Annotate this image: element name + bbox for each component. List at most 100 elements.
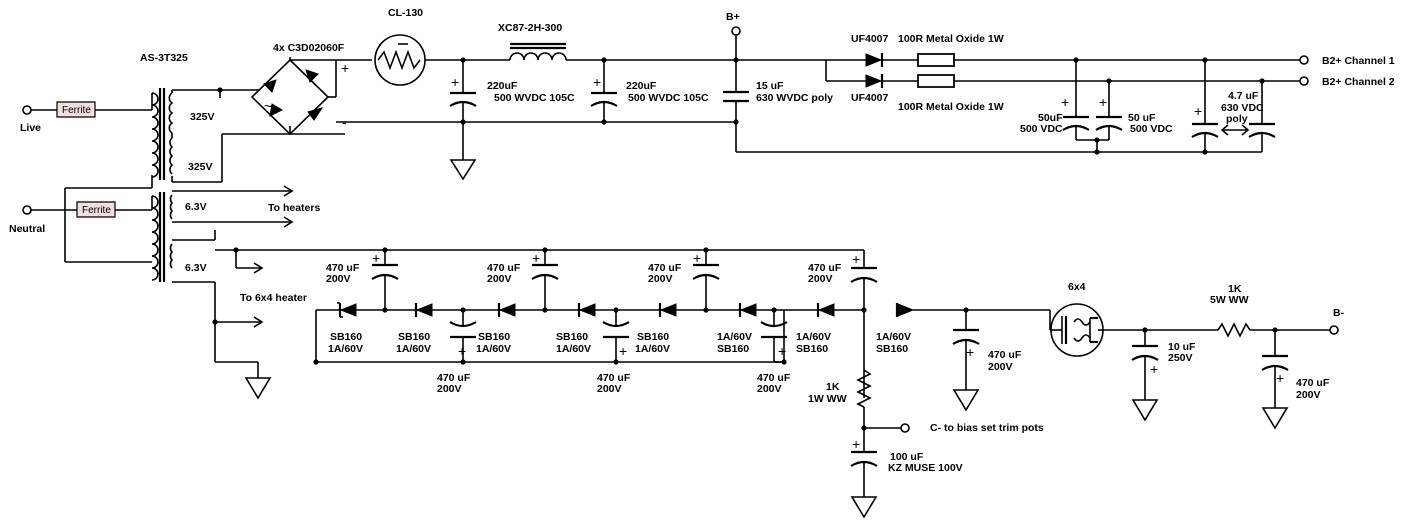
r1k-5w-rating: 5W WW [1210, 294, 1249, 306]
mult-cap5-plus: + [458, 343, 466, 359]
r1k-1w-label: 1K [826, 381, 840, 393]
tube-6x4-label: 6x4 [1068, 281, 1086, 293]
mult-cap2-rating: 200V [487, 273, 512, 285]
ferrite-live-label: Ferrite [62, 105, 91, 116]
choke-label: XC87-2H-300 [498, 22, 562, 34]
b2-ch2-terminal[interactable] [1300, 77, 1308, 85]
cap100-label: 100 uF [890, 451, 924, 463]
bridge-ac-label: ~ [264, 98, 272, 114]
live-label: Live [20, 122, 41, 134]
cap220-b-plus: + [593, 74, 601, 90]
c-minus-terminal[interactable] [901, 424, 909, 432]
b-plus-terminal[interactable] [732, 27, 740, 35]
mult-cap4-rating: 200V [808, 273, 833, 285]
b-minus-section: + 470 uF 200V 6x4 + 10 uF 250V 1K 5W WW … [913, 281, 1345, 428]
mult-cap6-plus: + [619, 343, 627, 359]
b-minus-terminal[interactable] [1330, 326, 1338, 334]
cap470-c-plus: + [1276, 370, 1284, 386]
diode4-rating: 1A/60V [556, 343, 591, 355]
cap470-b-rating: 200V [988, 361, 1013, 373]
diode5-label: SB160 [637, 331, 669, 343]
mult-cap7-plus: + [778, 343, 786, 359]
cap470-b-label: 470 uF [988, 349, 1022, 361]
diode6-rating: 1A/60V [717, 331, 752, 343]
mult-bottom-caps: + 470 uF 200V + 470 uF 200V + 470 uF 200… [437, 307, 791, 395]
cap50-a-label: 50uF [1038, 112, 1063, 124]
mult-cap2-plus: + [532, 250, 540, 266]
cap100-rating: KZ MUSE 100V [888, 462, 963, 474]
uf4007-a-label: UF4007 [851, 33, 889, 45]
neutral-label: Neutral [9, 223, 45, 235]
mult-cap7-rating: 200V [757, 383, 782, 395]
cap220-a-plus: + [451, 74, 459, 90]
diode3-rating: 1A/60V [476, 343, 511, 355]
neutral-terminal[interactable] [23, 206, 31, 214]
cap50-b-rating: 500 VDC [1130, 123, 1173, 135]
diode1-rating: 1A/60V [328, 343, 363, 355]
r1k-5w-label: 1K [1228, 283, 1242, 295]
cap220-b-rating: 500 WVDC 105C [628, 92, 709, 104]
diode8-rating: 1A/60V [876, 331, 911, 343]
cap47-type: poly [1226, 113, 1248, 125]
mult-cap7-label: 470 uF [757, 372, 791, 384]
cap10-rating: 250V [1168, 352, 1193, 364]
cap50-a-rating: 500 VDC [1020, 123, 1063, 135]
mult-cap1-label: 470 uF [326, 262, 360, 274]
mains-input: Ferrite Live Ferrite Neutral [9, 93, 152, 262]
cap10-label: 10 uF [1168, 341, 1196, 353]
heater-63v-b-label: 6.3V [185, 262, 207, 274]
bridge-plus-label: + [341, 60, 349, 76]
diode3-label: SB160 [478, 331, 510, 343]
voltage-multiplier: + 470 uF 200V + 470 uF 200V + 470 uF 200… [313, 247, 1044, 517]
cap50-b-label: 50 uF [1128, 112, 1156, 124]
secondary-325v-a-label: 325V [190, 111, 215, 123]
mult-cap5-rating: 200V [437, 383, 462, 395]
mult-cap4-plus: + [852, 251, 860, 267]
heater-63v-a-label: 6.3V [185, 201, 207, 213]
mult-cap5-label: 470 uF [437, 372, 471, 384]
b-plus-filter: CL-130 XC87-2H-300 + 220uF 500 WVDC 105C… [375, 7, 1262, 179]
b2-ch2-label: B2+ Channel 2 [1322, 76, 1395, 88]
res100-a-label: 100R Metal Oxide 1W [898, 33, 1004, 45]
r1k-1w-rating: 1W WW [808, 393, 847, 405]
to-heaters-label: To heaters [268, 202, 320, 214]
diode4-label: SB160 [556, 331, 588, 343]
mult-cap1-plus: + [372, 250, 380, 266]
mult-cap3-label: 470 uF [648, 262, 682, 274]
uf4007-b-label: UF4007 [851, 92, 889, 104]
transformer-as3t325: AS-3T325 325V 325V [140, 52, 345, 182]
cap10-plus: + [1150, 361, 1158, 377]
cap220-b-label: 220uF [626, 80, 657, 92]
cap470-b-plus: + [966, 344, 974, 360]
mult-top-caps: + 470 uF 200V + 470 uF 200V + 470 uF 200… [326, 247, 877, 398]
cap470-c-rating: 200V [1296, 389, 1321, 401]
res100-b-label: 100R Metal Oxide 1W [898, 101, 1004, 113]
cap47-a-plus: + [1194, 103, 1202, 119]
thermistor-cl130 [375, 35, 425, 85]
cap47-rating: 630 VDC [1221, 102, 1264, 114]
bridge-rectifier: 4x C3D02060F ~ + - [217, 42, 736, 134]
transformer-label: AS-3T325 [140, 52, 188, 64]
diode7-label: SB160 [796, 343, 828, 355]
mult-cap2-label: 470 uF [487, 262, 521, 274]
secondary-325v-b-label: 325V [188, 161, 213, 173]
mult-cap1-rating: 200V [326, 273, 351, 285]
cap15-rating: 630 WVDC poly [756, 92, 833, 104]
live-terminal[interactable] [23, 106, 31, 114]
cap47-label: 4.7 uF [1228, 90, 1259, 102]
cap50-b-plus: + [1099, 94, 1107, 110]
mult-cap3-rating: 200V [648, 273, 673, 285]
bridge-label: 4x C3D02060F [273, 42, 345, 54]
b2-ch1-label: B2+ Channel 1 [1322, 55, 1395, 67]
b2-ch1-terminal[interactable] [1300, 56, 1308, 64]
diode8-label: SB160 [876, 343, 908, 355]
b2-plus-outputs: UF4007 UF4007 100R Metal Oxide 1W 100R M… [826, 33, 1395, 155]
to-6x4-heater-label: To 6x4 heater [240, 292, 307, 304]
mult-cap3-plus: + [693, 250, 701, 266]
diode6-label: SB160 [717, 343, 749, 355]
diode7-rating: 1A/60V [796, 331, 831, 343]
diode2-label: SB160 [398, 331, 430, 343]
mult-diodes: SB160 1A/60V SB160 1A/60V SB160 1A/60V S… [328, 303, 913, 355]
mult-cap6-rating: 200V [597, 383, 622, 395]
diode2-rating: 1A/60V [396, 343, 431, 355]
